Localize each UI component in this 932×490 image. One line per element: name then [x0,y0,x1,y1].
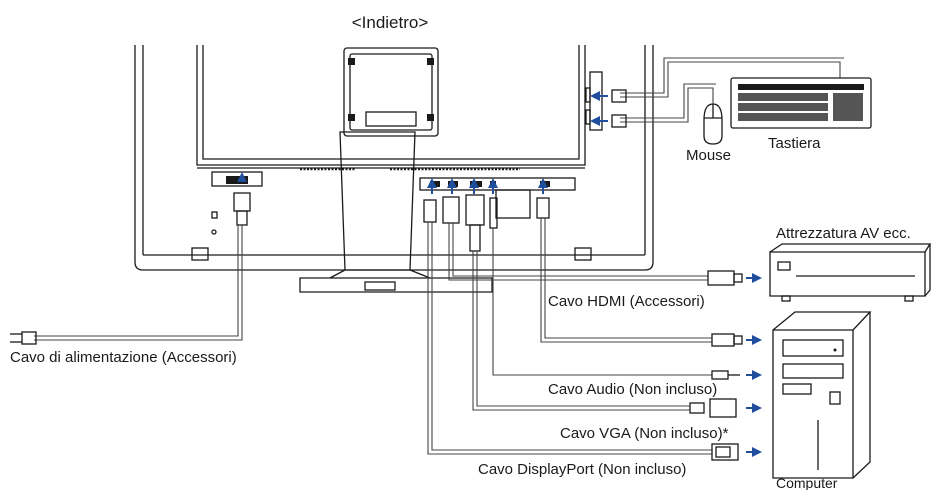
keyboard-label: Tastiera [768,135,821,152]
cables [34,218,712,455]
keyboard-icon [730,77,872,129]
mouse-label: Mouse [686,147,731,164]
diagram-title: <Indietro> [352,13,429,32]
av-equipment-icon [769,243,932,302]
displayport-cable-label: Cavo DisplayPort (Non incluso) [478,461,686,478]
end-connectors [689,270,762,461]
computer-icon [772,311,872,479]
power-cable-label: Cavo di alimentazione (Accessori) [10,349,237,366]
mouse-icon [703,103,723,145]
monitor-stand [299,47,493,293]
vga-cable-label: Cavo VGA (Non incluso)* [560,425,729,442]
power-plug [10,331,37,345]
hdmi-cable-label: Cavo HDMI (Accessori) [548,293,705,310]
usb-peripheral-cables [590,57,844,128]
monitor-back [134,45,654,271]
port-arrows [427,178,548,194]
audio-cable-label: Cavo Audio (Non incluso) [548,381,717,398]
power-port [211,171,263,226]
computer-label: Computer [776,475,838,490]
av-equipment-label: Attrezzatura AV ecc. [776,225,911,242]
